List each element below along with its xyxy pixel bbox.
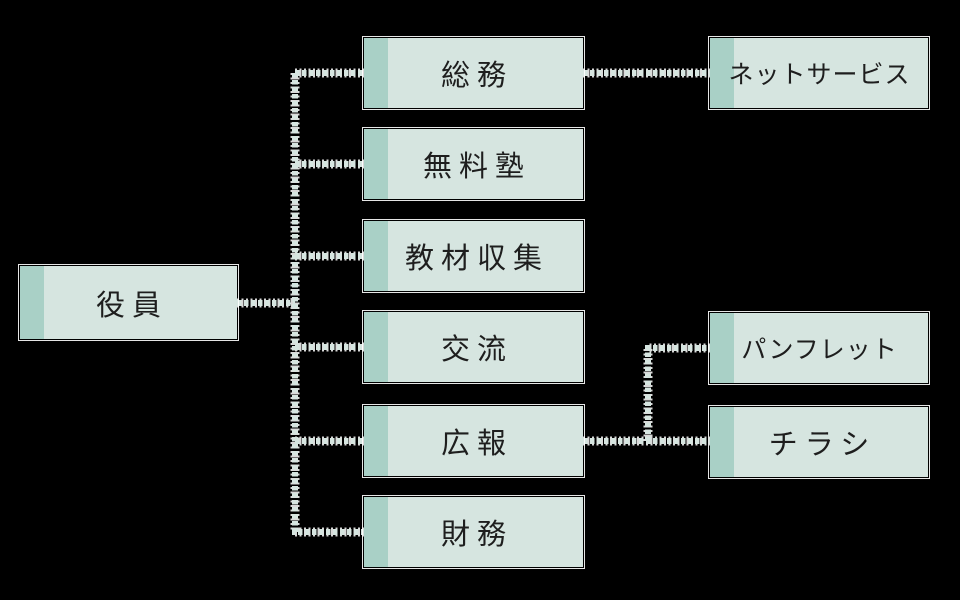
org-node-zaimu: 財務 bbox=[362, 495, 585, 569]
accent-strip bbox=[364, 221, 388, 291]
node-label: 広報 bbox=[440, 428, 513, 460]
node-label: 財務 bbox=[440, 519, 513, 551]
node-label: ネットサービス bbox=[728, 61, 911, 89]
node-label: 交流 bbox=[440, 334, 513, 366]
node-label: 教材収集 bbox=[404, 243, 549, 275]
org-node-muryo-juku: 無料塾 bbox=[362, 127, 585, 201]
org-node-net-service: ネットサービス bbox=[708, 36, 930, 110]
node-label: 総務 bbox=[440, 60, 513, 92]
node-label: チラシ bbox=[768, 429, 877, 461]
org-node-somu: 総務 bbox=[362, 36, 585, 110]
node-label: 役員 bbox=[95, 289, 168, 322]
accent-strip bbox=[710, 38, 734, 108]
accent-strip bbox=[710, 313, 734, 383]
org-node-koryu: 交流 bbox=[362, 310, 585, 384]
org-node-kyozai-shushu: 教材収集 bbox=[362, 219, 585, 293]
org-node-chirashi: チラシ bbox=[708, 405, 930, 479]
accent-strip bbox=[20, 266, 44, 339]
accent-strip bbox=[710, 407, 734, 477]
node-label: 無料塾 bbox=[422, 151, 531, 183]
node-label: パンフレット bbox=[741, 336, 898, 364]
org-node-koho: 広報 bbox=[362, 404, 585, 478]
accent-strip bbox=[364, 312, 388, 382]
accent-strip bbox=[364, 38, 388, 108]
accent-strip bbox=[364, 406, 388, 476]
org-node-yakuin: 役員 bbox=[18, 264, 239, 341]
accent-strip bbox=[364, 497, 388, 567]
org-node-pamphlet: パンフレット bbox=[708, 311, 930, 385]
accent-strip bbox=[364, 129, 388, 199]
